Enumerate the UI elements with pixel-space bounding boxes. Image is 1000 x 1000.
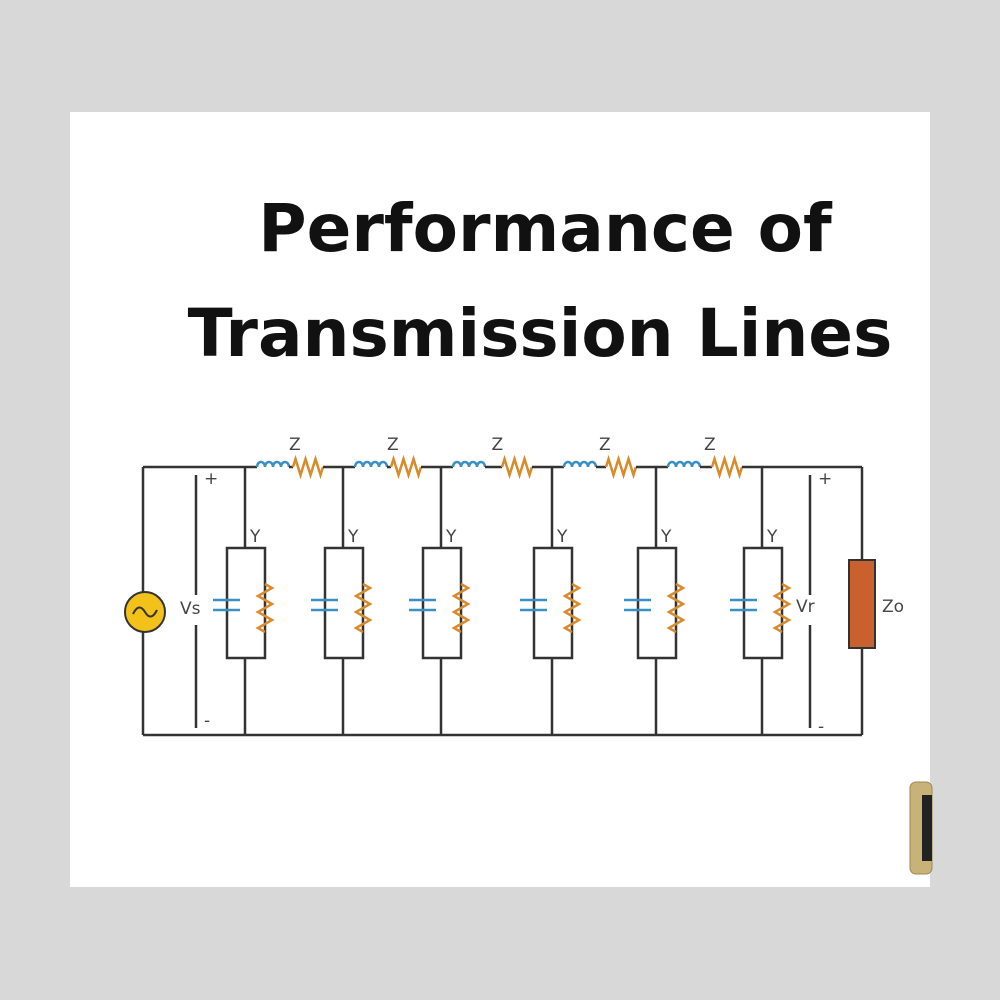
- shunt-admittance-label: Y: [766, 527, 778, 547]
- shunt-resistor: [353, 582, 373, 634]
- shunt-admittance-label: Y: [660, 527, 672, 547]
- series-impedance-label: Z: [492, 435, 504, 455]
- shunt-resistor: [772, 582, 792, 634]
- series-resistor: [389, 454, 423, 480]
- shunt-resistor: [451, 582, 471, 634]
- shunt-admittance-label: Y: [556, 527, 568, 547]
- shunt-admittance-box: [323, 546, 365, 660]
- series-inductor: [353, 460, 389, 468]
- shunt-admittance-box: [742, 546, 784, 660]
- sending-voltage-label: Vs: [180, 599, 201, 619]
- series-resistor: [291, 454, 325, 480]
- plus-sign: +: [818, 469, 832, 489]
- sine-wave-icon: [132, 606, 158, 618]
- chip-icon-body: [922, 795, 932, 861]
- content-card: [70, 112, 930, 887]
- shunt-resistor: [666, 582, 686, 634]
- shunt-admittance-label: Y: [347, 527, 359, 547]
- series-inductor: [666, 460, 702, 468]
- series-impedance-label: Z: [289, 435, 301, 455]
- series-resistor: [500, 454, 534, 480]
- shunt-resistor: [255, 582, 275, 634]
- title-line-2: Transmission Lines: [187, 295, 893, 372]
- shunt-admittance-label: Y: [445, 527, 457, 547]
- series-impedance-label: Z: [387, 435, 399, 455]
- series-inductor: [562, 460, 598, 468]
- shunt-resistor: [562, 582, 582, 634]
- series-inductor: [451, 460, 487, 468]
- load-impedance: [848, 559, 876, 649]
- shunt-admittance-box: [532, 546, 574, 660]
- load-impedance-label: Zo: [882, 597, 904, 617]
- series-inductor: [255, 460, 291, 468]
- shunt-admittance-box: [636, 546, 678, 660]
- minus-sign: -: [818, 717, 824, 737]
- shunt-admittance-box: [421, 546, 463, 660]
- series-impedance-label: Z: [599, 435, 611, 455]
- series-resistor: [710, 454, 744, 480]
- shunt-admittance-label: Y: [249, 527, 261, 547]
- minus-sign: -: [204, 711, 210, 731]
- series-resistor: [604, 454, 638, 480]
- series-impedance-label: Z: [704, 435, 716, 455]
- shunt-admittance-box: [225, 546, 267, 660]
- plus-sign: +: [204, 469, 218, 489]
- receiving-voltage-label: Vr: [796, 597, 815, 617]
- title-line-1: Performance of: [258, 190, 832, 267]
